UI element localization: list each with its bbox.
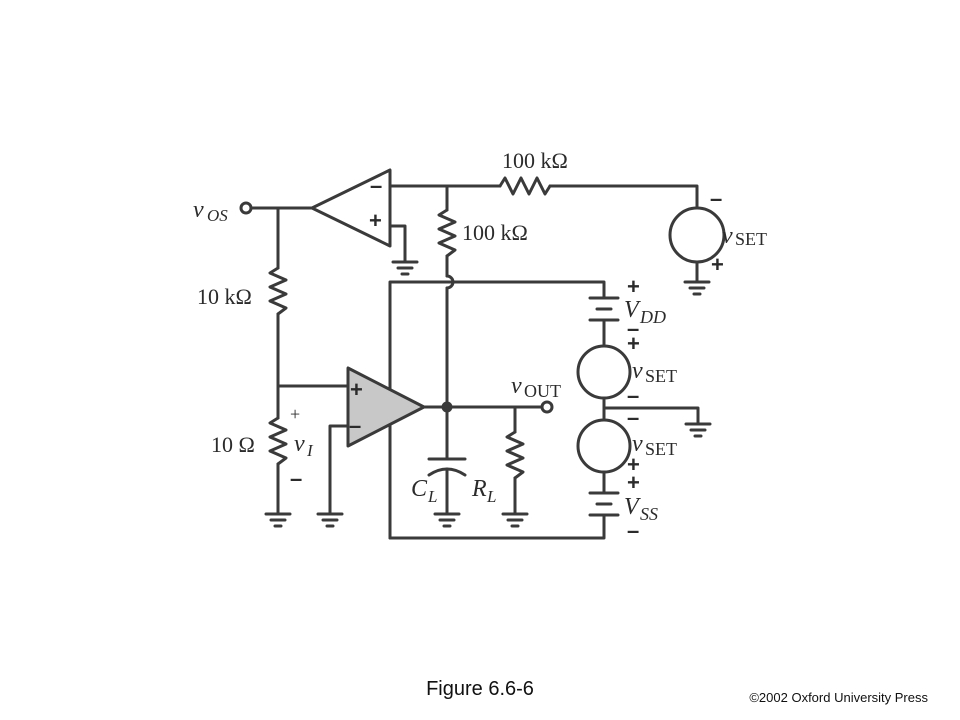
rl-label: R <box>471 476 487 502</box>
vss-battery <box>388 491 620 540</box>
load-capacitor <box>427 405 467 528</box>
dut-op-amp-minus: – <box>349 413 361 438</box>
resistor-top-shunt-label: 100 kΩ <box>462 220 528 245</box>
vset-mid-plus: + <box>627 331 640 356</box>
vset-mid-minus: – <box>627 383 639 408</box>
aux-op-amp: – + <box>310 168 392 248</box>
resistor-input <box>268 416 288 466</box>
vset-mid-source <box>576 344 632 400</box>
vi-label: v <box>294 431 305 457</box>
vset-top-label: v <box>722 223 733 249</box>
wire-to-vset-top <box>548 184 699 210</box>
vout-terminal <box>540 400 554 414</box>
aux-op-amp-minus: – <box>370 173 382 198</box>
vos-label-sub: OS <box>207 206 228 225</box>
copyright-notice: ©2002 Oxford University Press <box>749 690 928 705</box>
aux-plus-ground <box>388 224 419 276</box>
dut-op-amp: + – <box>346 366 426 448</box>
vss-label: V <box>624 494 641 520</box>
vset-top-ground <box>683 260 711 296</box>
vdd-label: V <box>624 297 641 323</box>
vset-bot-source <box>576 418 632 474</box>
input-ground <box>264 462 292 528</box>
vos-terminal <box>239 201 314 215</box>
aux-op-amp-plus: + <box>369 208 382 233</box>
supply-midpoint-ground <box>602 406 712 438</box>
vout-label: v <box>511 373 522 399</box>
vset-bot-plus: + <box>627 452 640 477</box>
vi-plus: + <box>290 404 300 424</box>
load-resistor <box>501 405 529 528</box>
vdd-minus: – <box>627 316 639 341</box>
resistor-input-label: 10 Ω <box>211 432 255 457</box>
vset-bot-label-sub: SET <box>645 439 677 459</box>
cl-label: C <box>411 476 428 502</box>
resistor-feedback <box>268 266 288 316</box>
vset-top-plus: + <box>711 252 724 277</box>
dut-op-amp-plus: + <box>350 377 363 402</box>
vss-label-sub: SS <box>640 504 658 524</box>
vset-top-minus: – <box>710 186 722 211</box>
dut-minus-ground <box>316 424 350 528</box>
vi-minus: – <box>290 466 302 491</box>
vi-label-sub: I <box>306 441 314 460</box>
vset-mid-label: v <box>632 358 643 384</box>
cl-label-sub: L <box>427 487 437 506</box>
vdd-label-sub: DD <box>639 307 666 327</box>
resistor-top-shunt <box>437 208 457 258</box>
vset-bot-label: v <box>632 431 643 457</box>
resistor-top-series-label: 100 kΩ <box>502 148 568 173</box>
vss-plus: + <box>627 470 640 495</box>
vout-label-sub: OUT <box>524 381 561 401</box>
vos-label: v <box>193 197 204 223</box>
vset-top-label-sub: SET <box>735 229 767 249</box>
vset-mid-label-sub: SET <box>645 366 677 386</box>
vdd-battery <box>588 296 620 348</box>
vset-bot-minus: – <box>627 405 639 430</box>
vdd-plus: + <box>627 274 640 299</box>
vss-minus: – <box>627 518 639 543</box>
figure-caption: Figure 6.6-6 <box>426 678 534 700</box>
resistor-feedback-label: 10 kΩ <box>197 284 252 309</box>
rl-label-sub: L <box>486 487 496 506</box>
resistor-top-series <box>498 176 552 196</box>
